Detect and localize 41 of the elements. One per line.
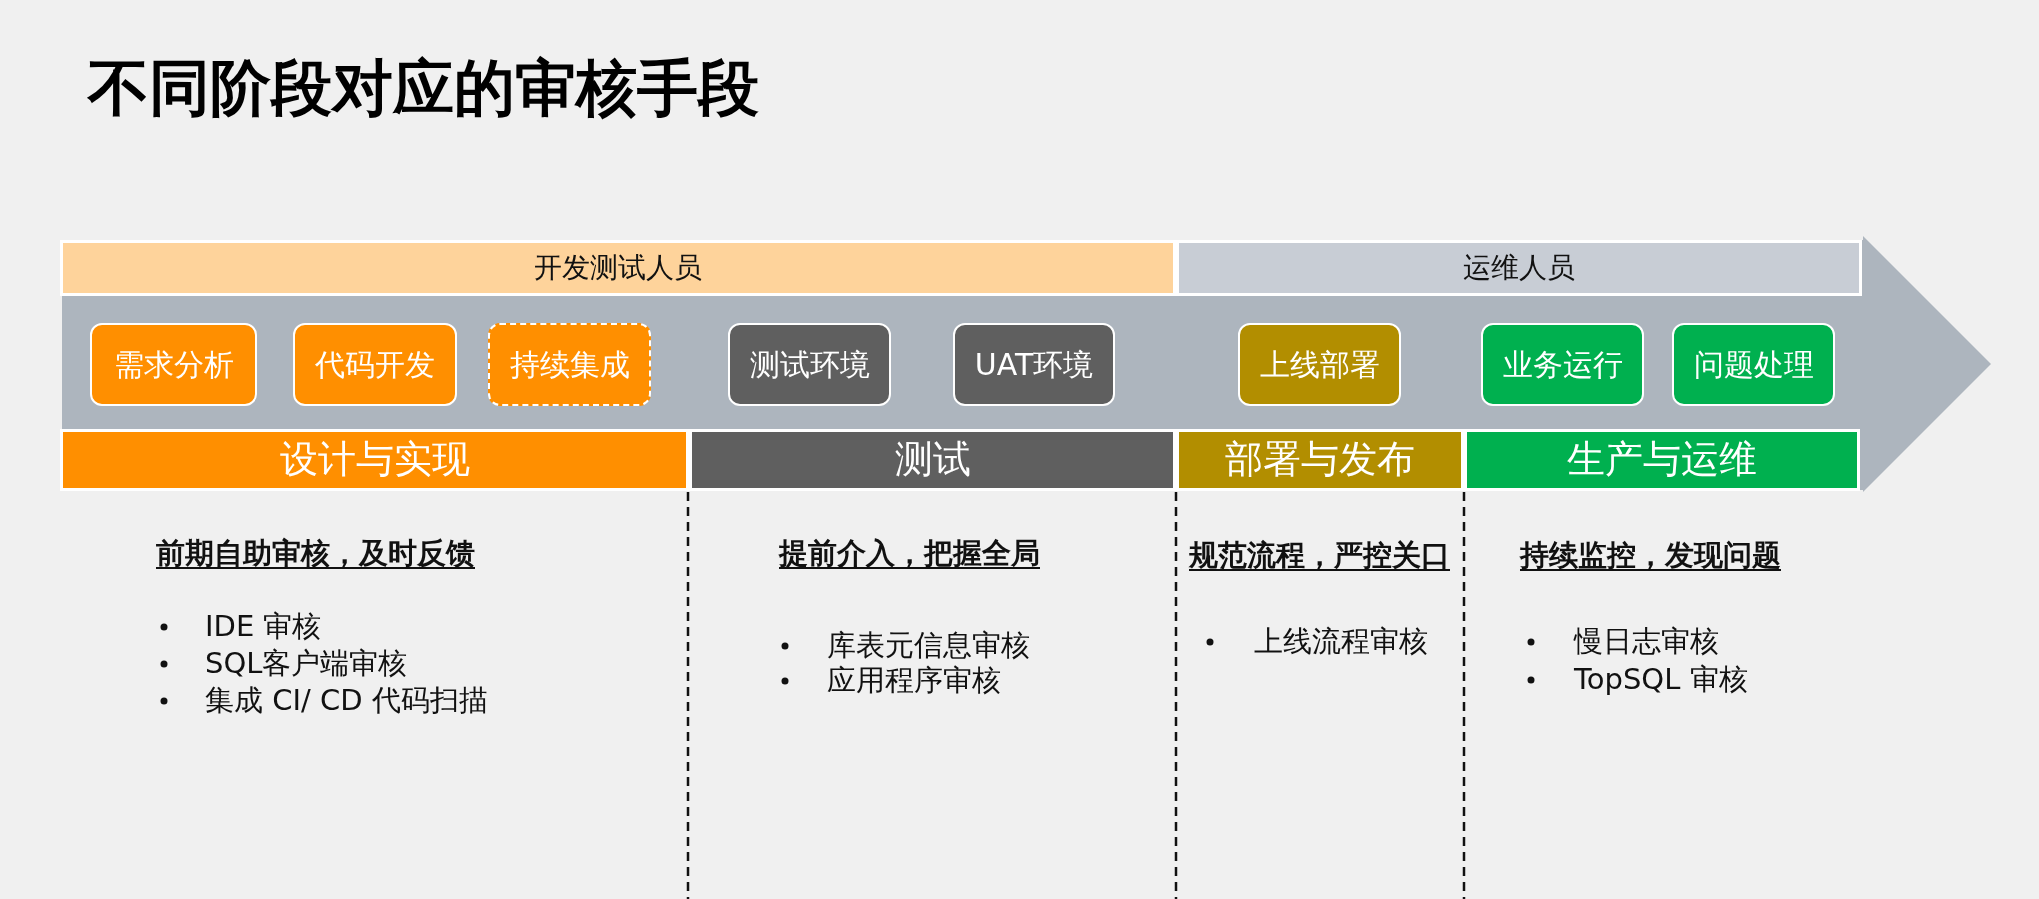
process-box bbox=[1481, 323, 1644, 406]
column-heading: 持续监控，发现问题 bbox=[1520, 537, 1781, 573]
column-heading: 规范流程，严控关口 bbox=[1189, 537, 1450, 573]
bullet-text: 库表元信息审核 bbox=[827, 627, 1030, 664]
step-label: 测试环境 bbox=[749, 346, 870, 383]
process-box bbox=[488, 323, 651, 406]
process-box bbox=[953, 323, 1115, 406]
step-label: 业务运行 bbox=[1502, 346, 1623, 383]
step-label: 需求分析 bbox=[113, 346, 234, 383]
phase-band bbox=[689, 429, 1176, 491]
step-label: 问题处理 bbox=[1693, 346, 1814, 383]
process-box bbox=[90, 323, 257, 406]
phase-label: 生产与运维 bbox=[1567, 437, 1757, 483]
phase-band bbox=[60, 429, 689, 491]
column-heading: 提前介入，把握全局 bbox=[779, 535, 1040, 571]
bullet-text: 上线流程审核 bbox=[1254, 623, 1428, 660]
step-label: 持续集成 bbox=[509, 346, 630, 383]
band-label: 运维人员 bbox=[1463, 251, 1575, 285]
process-box bbox=[293, 323, 457, 406]
bullet-text: TopSQL 审核 bbox=[1574, 661, 1748, 698]
phase-band bbox=[1464, 429, 1860, 491]
bullet-text: SQL客户端审核 bbox=[205, 645, 408, 682]
phase-label: 测试 bbox=[894, 437, 971, 483]
process-box bbox=[1238, 323, 1401, 406]
bullet-text: 集成 CI/ CD 代码扫描 bbox=[205, 682, 488, 719]
step-label: 代码开发 bbox=[315, 346, 435, 383]
phase-label: 部署与发布 bbox=[1225, 437, 1415, 483]
bullet-text: 应用程序审核 bbox=[827, 662, 1001, 699]
step-label: 上线部署 bbox=[1259, 346, 1380, 383]
role-band bbox=[1176, 240, 1862, 296]
phase-label: 设计与实现 bbox=[279, 437, 470, 483]
process-box bbox=[1672, 323, 1835, 406]
column-heading: 前期自助审核，及时反馈 bbox=[156, 535, 475, 571]
phase-band bbox=[1176, 429, 1464, 491]
bullet-text: IDE 审核 bbox=[205, 608, 322, 645]
role-band bbox=[60, 240, 1176, 296]
page-title: 不同阶段对应的审核手段 bbox=[88, 51, 759, 125]
step-label: UAT环境 bbox=[974, 346, 1094, 383]
process-box bbox=[728, 323, 891, 406]
bullet-text: 慢日志审核 bbox=[1574, 623, 1719, 660]
band-label: 开发测试人员 bbox=[534, 251, 702, 285]
